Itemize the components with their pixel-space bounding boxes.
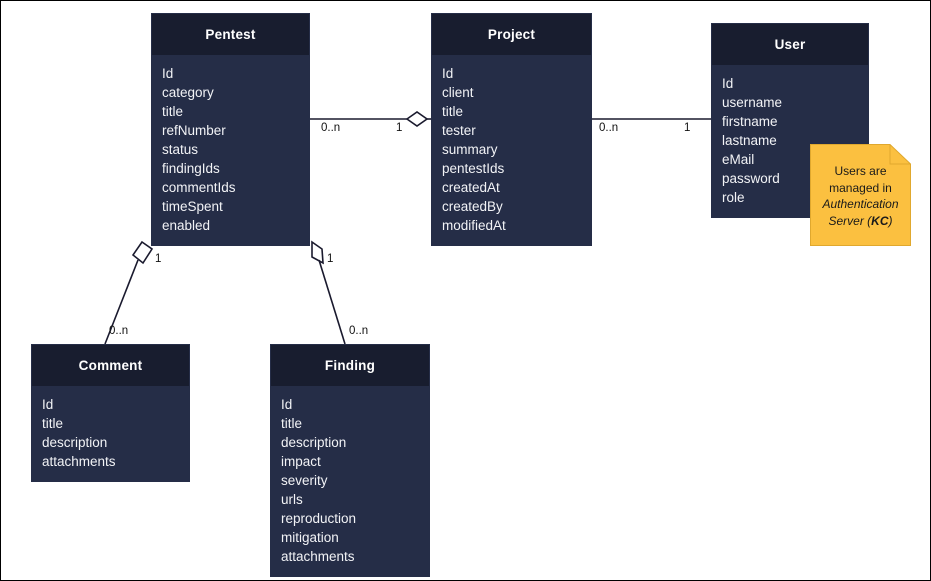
attribute-item: title xyxy=(281,415,303,431)
edge-pentest-comment xyxy=(104,259,139,345)
multiplicity-pentest-project-from: 0..n xyxy=(321,122,341,134)
multiplicity-pentest-comment-to: 0..n xyxy=(109,325,129,337)
note-line-4: Server (KC) xyxy=(828,213,892,230)
attribute-item: status xyxy=(162,141,199,157)
multiplicity-project-user-to: 1 xyxy=(684,122,691,134)
aggregation-diamond-project xyxy=(405,111,429,127)
attribute-item: refNumber xyxy=(162,122,226,138)
note-shape xyxy=(810,144,911,246)
attribute-item: reproduction xyxy=(281,510,357,526)
attribute-item: commentIds xyxy=(162,179,236,195)
multiplicity-pentest-project-to: 1 xyxy=(396,122,403,134)
note-line-2: managed in xyxy=(829,180,892,195)
attribute-list-project: Id client title tester summary pentestId… xyxy=(432,55,591,245)
class-box-project[interactable]: Project Id client title tester summary p… xyxy=(431,13,592,246)
note-line-4-suffix: ) xyxy=(888,213,893,228)
attribute-item: title xyxy=(442,103,464,119)
attribute-item: Id xyxy=(722,75,734,91)
attribute-item: tester xyxy=(442,122,476,138)
attribute-item: Id xyxy=(42,396,54,412)
attribute-item: title xyxy=(162,103,184,119)
attribute-item: description xyxy=(42,434,108,450)
class-box-pentest[interactable]: Pentest Id category title refNumber stat… xyxy=(151,13,310,246)
multiplicity-project-user-from: 0..n xyxy=(599,122,619,134)
note-line-4-prefix: Server ( xyxy=(828,213,872,228)
attribute-item: enabled xyxy=(162,217,211,233)
attribute-item: title xyxy=(42,415,64,431)
class-name-comment: Comment xyxy=(32,345,189,386)
attribute-item: attachments xyxy=(281,548,355,564)
attribute-item: lastname xyxy=(722,132,777,148)
attribute-item: findingIds xyxy=(162,160,220,176)
attribute-item: Id xyxy=(162,65,174,81)
class-name-user: User xyxy=(712,24,868,65)
attribute-item: description xyxy=(281,434,347,450)
class-box-comment[interactable]: Comment Id title description attachments xyxy=(31,344,190,482)
attribute-item: client xyxy=(442,84,474,100)
edge-pentest-finding xyxy=(318,259,346,345)
attribute-item: Id xyxy=(442,65,454,81)
attribute-item: createdAt xyxy=(442,179,500,195)
class-name-finding: Finding xyxy=(271,345,429,386)
attribute-item: password xyxy=(722,170,780,186)
aggregation-diamond-pentest-comment xyxy=(131,240,154,265)
attribute-item: eMail xyxy=(722,151,755,167)
attribute-item: createdBy xyxy=(442,198,503,214)
note-line-4-bold: KC xyxy=(871,213,889,228)
attribute-item: role xyxy=(722,189,745,205)
attribute-item: firstname xyxy=(722,113,778,129)
note-line-3: Authentication xyxy=(822,197,899,211)
note-users-managed-in-auth-server[interactable]: Users are managed in Authentication Serv… xyxy=(810,144,911,246)
attribute-item: pentestIds xyxy=(442,160,505,176)
attribute-item: timeSpent xyxy=(162,198,223,214)
aggregation-diamond-pentest-finding xyxy=(311,240,324,265)
note-line-1: Users are xyxy=(834,164,887,178)
attribute-list-user: Id username firstname lastname eMail pas… xyxy=(712,65,868,217)
class-name-pentest: Pentest xyxy=(152,14,309,55)
multiplicity-pentest-finding-from: 1 xyxy=(327,253,334,265)
attribute-item: modifiedAt xyxy=(442,217,506,233)
attribute-list-finding: Id title description impact severity url… xyxy=(271,386,429,576)
multiplicity-pentest-finding-to: 0..n xyxy=(349,325,369,337)
attribute-item: Id xyxy=(281,396,293,412)
attribute-item: username xyxy=(722,94,783,110)
attribute-item: category xyxy=(162,84,214,100)
attribute-item: mitigation xyxy=(281,529,339,545)
attribute-item: attachments xyxy=(42,453,116,469)
attribute-item: impact xyxy=(281,453,321,469)
attribute-item: urls xyxy=(281,491,303,507)
attribute-item: severity xyxy=(281,472,328,488)
attribute-list-pentest: Id category title refNumber status findi… xyxy=(152,55,309,245)
multiplicity-pentest-comment-from: 1 xyxy=(155,253,162,265)
attribute-item: summary xyxy=(442,141,498,157)
attribute-list-comment: Id title description attachments xyxy=(32,386,189,481)
class-box-finding[interactable]: Finding Id title description impact seve… xyxy=(270,344,430,577)
note-text: Users are managed in Authentication Serv… xyxy=(810,144,911,246)
class-name-project: Project xyxy=(432,14,591,55)
